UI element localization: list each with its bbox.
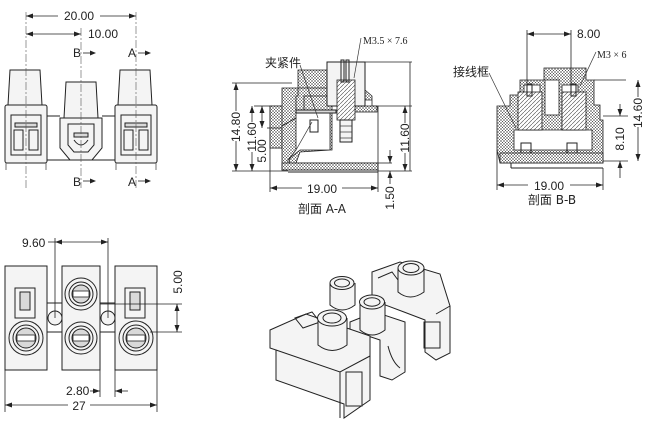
right-screw-icon: [118, 320, 154, 356]
callout-frame: 接线框: [453, 64, 489, 79]
front-view: 20.00 10.00 B A B A: [4, 8, 158, 189]
dim-bb-mid-height: 8.10: [613, 104, 627, 178]
terminal-screw-cylinder-icon: [397, 260, 425, 298]
callout-clamp: 夹紧件: [265, 56, 301, 70]
dim-aa-inner-height-right: 11.60: [398, 106, 412, 171]
section-mark-b-bottom: B: [73, 175, 81, 189]
terminal-screw-cylinder-icon: [317, 309, 348, 351]
section-mark-a-bottom: A: [128, 175, 136, 189]
dim-hole-spacing: 9.60: [22, 236, 109, 318]
section-aa-caption: 剖面 A-A: [298, 202, 347, 216]
dim-label: 8.10: [613, 127, 627, 151]
dim-aa-inner-height-left: 11.60: [245, 106, 259, 171]
dim-label: 20.00: [64, 9, 94, 23]
terminal-screw-cylinder-icon: [329, 276, 356, 311]
section-bb-caption: 剖面 B-B: [528, 193, 576, 207]
dim-aa-base: 1.50: [383, 150, 397, 210]
dim-overall-pitch: 20.00: [26, 8, 136, 23]
middle-bottom-screw-icon: [64, 321, 98, 355]
dim-overall-length: 27: [4, 370, 158, 413]
terminal-screw-cylinder-icon: [359, 294, 386, 336]
dim-label: 19.00: [534, 179, 564, 193]
left-screw-icon: [8, 320, 44, 356]
callout-screw-m35: M3.5 × 7.6: [363, 36, 408, 47]
dim-label: 11.60: [245, 122, 259, 151]
dim-label: 5.00: [255, 139, 269, 163]
dim-gap: 2.80: [66, 370, 128, 398]
left-pole: [4, 69, 48, 170]
dim-label: 19.00: [307, 182, 337, 196]
dim-label: 5.00: [171, 270, 185, 294]
section-aa: 14.80 11.60 5.00 11.60: [229, 36, 412, 216]
top-view: 9.60 5.00 2.80 27: [4, 236, 185, 413]
dim-bb-screw-pitch: 8.00: [527, 27, 601, 41]
dim-hole-offset: 5.00: [100, 270, 185, 333]
dim-label: 9.60: [22, 236, 46, 250]
section-mark-b-top: B: [73, 46, 81, 60]
dim-label: 27: [72, 399, 86, 413]
dim-label: 8.00: [577, 27, 601, 41]
middle-pole: [59, 81, 103, 161]
dim-aa-total-height: 14.80: [229, 83, 243, 171]
dim-label: 1.50: [383, 186, 397, 210]
section-bb: 8.00 8.10 14.60 19.00 接线框 M3 × 6: [453, 27, 645, 207]
dim-bb-total-height: 14.60: [631, 80, 645, 161]
dim-label: 10.00: [88, 27, 118, 41]
dim-bb-width: 19.00: [497, 178, 603, 193]
dim-label: 11.60: [398, 123, 412, 152]
callout-screw-m3: M3 × 6: [597, 50, 627, 61]
dim-label: 14.60: [631, 98, 645, 128]
section-mark-a-top: A: [128, 46, 136, 60]
isometric-view: [269, 260, 451, 419]
middle-top-screw-icon: [64, 277, 98, 311]
dim-label: 14.80: [229, 112, 243, 142]
dim-half-pitch: 10.00: [26, 27, 118, 41]
dim-label: 2.80: [66, 384, 90, 398]
dim-aa-step: 5.00: [255, 106, 269, 163]
dim-aa-width: 19.00: [270, 181, 378, 196]
